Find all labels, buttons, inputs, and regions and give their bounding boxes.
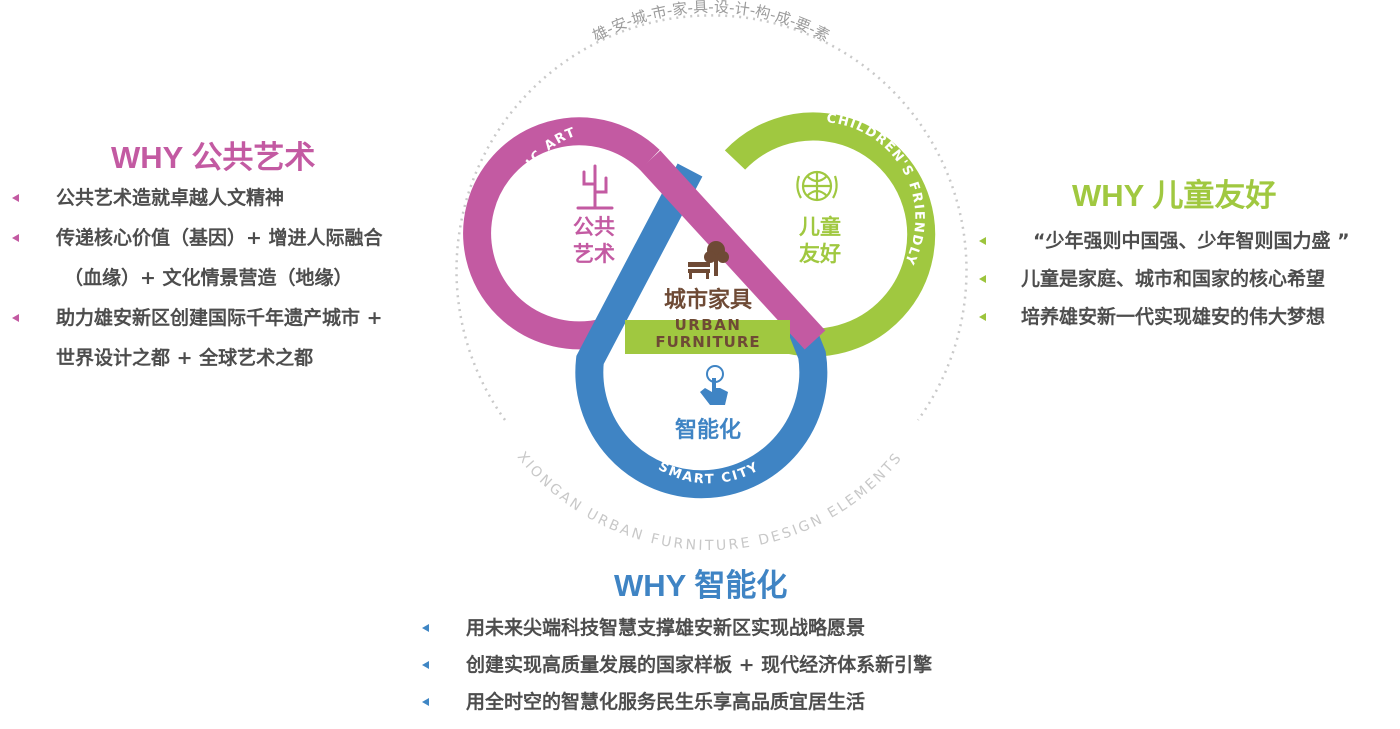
bullet-text: 培养雄安新一代实现雄安的伟大梦想 xyxy=(1021,306,1326,328)
triangle-bullet-icon xyxy=(12,314,19,322)
smart-label: 智能化 xyxy=(675,417,741,443)
public-art-diagonal xyxy=(639,150,826,350)
triangle-bullet-icon xyxy=(12,194,19,202)
urban-furniture-en-line1: URBAN xyxy=(675,316,742,334)
urban-furniture-cn: 城市家具 xyxy=(664,287,752,313)
public-art-label-line2: 艺术 xyxy=(573,242,615,266)
list-item: 用未来尖端科技智慧支撑雄安新区实现战略愿景 xyxy=(422,615,932,641)
bullet-text: 公共艺术造就卓越人文精神 xyxy=(56,187,285,209)
bench-tree-icon xyxy=(688,241,729,279)
list-item: 儿童是家庭、城市和国家的核心希望 xyxy=(979,266,1350,292)
list-item: 用全时空的智慧化服务民生乐享高品质宜居生活 xyxy=(422,689,932,715)
children-friendly-title: WHY 儿童友好 xyxy=(1072,178,1277,213)
triangle-bullet-icon xyxy=(422,661,429,669)
triangle-bullet-icon xyxy=(422,698,429,706)
list-item: 传递核心价值（基因）+ 增进人际融合 （血缘）+ 文化情景营造（地缘） xyxy=(12,225,383,291)
children-friendly-bullets: “少年强则中国强、少年智则国力盛 ” 儿童是家庭、城市和国家的核心希望 培养雄安… xyxy=(979,228,1350,330)
public-art-title: WHY 公共艺术 xyxy=(111,140,316,175)
child-globe-icon xyxy=(796,170,838,202)
children-label-line2: 友好 xyxy=(799,242,841,266)
top-arc-text: 雄-安-城-市-家-具-设-计-构-成-要-素 xyxy=(590,0,833,45)
triangle-bullet-icon xyxy=(422,624,429,632)
urban-furniture-en-line2: FURNITURE xyxy=(655,333,760,351)
cactus-icon xyxy=(576,164,614,210)
triangle-bullet-icon xyxy=(979,237,986,245)
bullet-text: “少年强则中国强、少年智则国力盛 ” xyxy=(1033,230,1350,252)
bullet-text-continued: 世界设计之都 + 全球艺术之都 xyxy=(56,347,314,369)
bullet-text: 用全时空的智慧化服务民生乐享高品质宜居生活 xyxy=(466,691,866,713)
bullet-text: 创建实现高质量发展的国家样板 + 现代经济体系新引擎 xyxy=(466,654,933,676)
bullet-text: 传递核心价值（基因）+ 增进人际融合 xyxy=(56,227,383,249)
bullet-text: 用未来尖端科技智慧支撑雄安新区实现战略愿景 xyxy=(466,617,866,639)
public-art-ring xyxy=(463,117,660,350)
list-item: 培养雄安新一代实现雄安的伟大梦想 xyxy=(979,304,1350,330)
public-art-label-line1: 公共 xyxy=(573,215,615,239)
bullet-text: 儿童是家庭、城市和国家的核心希望 xyxy=(1021,268,1326,290)
list-item: “少年强则中国强、少年智则国力盛 ” xyxy=(979,228,1350,254)
smart-city-ring xyxy=(575,163,828,499)
triangle-bullet-icon xyxy=(12,234,19,242)
childrens-friendly-ring xyxy=(625,112,936,357)
list-item: 创建实现高质量发展的国家样板 + 现代经济体系新引擎 xyxy=(422,652,933,678)
bullet-text-continued: （血缘）+ 文化情景营造（地缘） xyxy=(64,267,353,289)
bullet-text: 助力雄安新区创建国际千年遗产城市 + xyxy=(56,307,383,329)
touch-hand-icon xyxy=(700,365,728,405)
smart-city-title: WHY 智能化 xyxy=(614,568,788,603)
triangle-bullet-icon xyxy=(979,275,986,283)
triangle-bullet-icon xyxy=(979,313,986,321)
public-art-bullets: 公共艺术造就卓越人文精神 传递核心价值（基因）+ 增进人际融合 （血缘）+ 文化… xyxy=(12,185,383,371)
list-item: 助力雄安新区创建国际千年遗产城市 + 世界设计之都 + 全球艺术之都 xyxy=(12,305,383,371)
list-item: 公共艺术造就卓越人文精神 xyxy=(12,185,383,211)
bottom-arc-text: XIONGAN URBAN FURNITURE DESIGN ELEMENTS xyxy=(514,449,906,554)
outer-dotted-ring xyxy=(455,14,968,421)
children-label-line1: 儿童 xyxy=(799,215,841,239)
smart-city-bullets: 用未来尖端科技智慧支撑雄安新区实现战略愿景 创建实现高质量发展的国家样板 + 现… xyxy=(422,615,933,715)
